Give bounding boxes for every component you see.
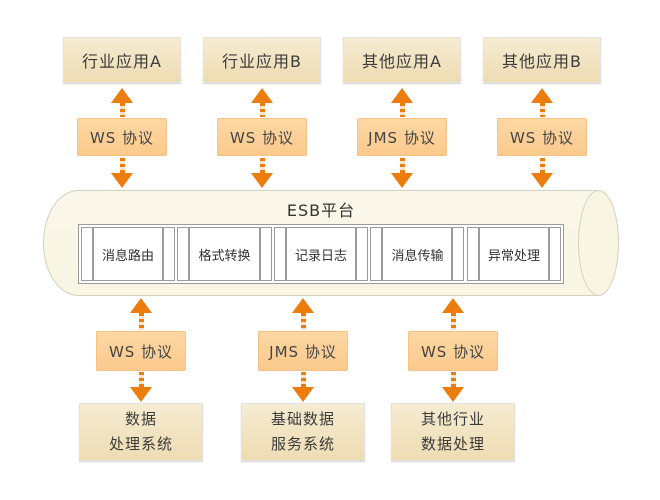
module-slot [273, 227, 286, 281]
app-box-label: 行业应用B [222, 52, 302, 71]
system-box-label-line: 服务系统 [270, 435, 335, 453]
arrow-down-icon [292, 372, 314, 402]
arrow-stem [138, 313, 144, 330]
esb-platform-title: ESB平台 [286, 201, 356, 220]
system-box-label-line: 其他行业 [420, 410, 485, 428]
arrow-down-icon [251, 158, 273, 188]
arrow-stem [259, 158, 265, 173]
app-box-label: 其他应用B [502, 52, 582, 71]
system-box-other-industry-data: 其他行业 数据处理 [391, 403, 515, 461]
module-slot [548, 227, 561, 281]
app-box-industry-a: 行业应用A [63, 37, 181, 83]
esb-cylinder-cap [578, 190, 619, 296]
esb-module-group: 异常处理 [466, 227, 561, 281]
esb-module-group: 消息传输 [370, 227, 465, 281]
protocol-label: WS 协议 [108, 342, 174, 361]
module-slot [81, 227, 93, 281]
arrow-head [531, 173, 553, 188]
arrow-stem [259, 103, 265, 117]
system-box-label-line: 基础数据 [270, 410, 335, 428]
arrow-up-icon [130, 298, 152, 330]
arrow-head [130, 387, 152, 402]
arrow-down-icon [442, 372, 464, 402]
arrow-head [442, 387, 464, 402]
arrow-head [391, 173, 413, 188]
module-slot [370, 227, 383, 281]
arrow-stem [300, 313, 306, 330]
arrow-head [130, 298, 152, 313]
protocol-label: WS 协议 [229, 128, 295, 147]
arrow-up-icon [531, 88, 553, 117]
arrow-up-icon [391, 88, 413, 117]
protocol-box-jms-1: JMS 协议 [357, 118, 447, 156]
arrow-stem [450, 313, 456, 330]
arrow-stem [539, 103, 545, 117]
module-slot [259, 227, 272, 281]
esb-module-strip: 消息路由 格式转换 记录日志 消息传输 异常处理 [78, 224, 564, 284]
esb-module-group: 消息路由 [81, 227, 176, 281]
module-slot [355, 227, 368, 281]
protocol-label: WS 协议 [509, 128, 575, 147]
protocol-label: JMS 协议 [368, 128, 436, 147]
arrow-down-icon [531, 158, 553, 188]
esb-module-message-transport: 消息传输 [382, 227, 453, 281]
arrow-stem [399, 158, 405, 173]
arrow-head [531, 88, 553, 103]
arrow-up-icon [442, 298, 464, 330]
system-box-label-line: 数据 [124, 410, 157, 428]
arrow-head [292, 298, 314, 313]
module-slot [466, 227, 479, 281]
system-box-label-line: 数据处理 [420, 435, 485, 453]
module-slot [452, 227, 465, 281]
arrow-stem [119, 158, 125, 173]
arrow-head [251, 88, 273, 103]
protocol-box-jms-2: JMS 协议 [258, 331, 348, 371]
protocol-label: WS 协议 [420, 342, 486, 361]
app-box-other-b: 其他应用B [483, 37, 601, 83]
app-box-label: 其他应用A [362, 52, 442, 71]
arrow-head [292, 387, 314, 402]
app-box-label: 行业应用A [82, 52, 162, 71]
esb-module-group: 记录日志 [273, 227, 368, 281]
protocol-label: WS 协议 [89, 128, 155, 147]
protocol-box-ws-1: WS 协议 [77, 118, 167, 156]
arrow-down-icon [111, 158, 133, 188]
arrow-up-icon [111, 88, 133, 117]
esb-module-format-conversion: 格式转换 [189, 227, 260, 281]
esb-module-logging: 记录日志 [285, 227, 356, 281]
esb-module-exception-handling: 异常处理 [478, 227, 549, 281]
arrow-down-icon [391, 158, 413, 188]
arrow-up-icon [251, 88, 273, 117]
arrow-head [251, 173, 273, 188]
arrow-head [111, 173, 133, 188]
protocol-label: JMS 协议 [269, 342, 337, 361]
arrow-head [391, 88, 413, 103]
app-box-other-a: 其他应用A [343, 37, 461, 83]
arrow-head [442, 298, 464, 313]
esb-module-message-routing: 消息路由 [93, 227, 164, 281]
protocol-box-ws-5: WS 协议 [408, 331, 498, 371]
arrow-up-icon [292, 298, 314, 330]
esb-module-group: 格式转换 [177, 227, 272, 281]
arrow-head [111, 88, 133, 103]
protocol-box-ws-2: WS 协议 [217, 118, 307, 156]
arrow-stem [539, 158, 545, 173]
module-slot [163, 227, 176, 281]
protocol-box-ws-3: WS 协议 [497, 118, 587, 156]
arrow-stem [399, 103, 405, 117]
arrow-stem [300, 372, 306, 387]
module-slot [177, 227, 190, 281]
arrow-stem [119, 103, 125, 117]
arrow-stem [138, 372, 144, 387]
arrow-down-icon [130, 372, 152, 402]
system-box-label-line: 处理系统 [108, 435, 173, 453]
app-box-industry-b: 行业应用B [203, 37, 321, 83]
arrow-stem [450, 372, 456, 387]
system-box-data-processing: 数据 处理系统 [79, 403, 203, 461]
protocol-box-ws-4: WS 协议 [96, 331, 186, 371]
system-box-base-data-service: 基础数据 服务系统 [241, 403, 365, 461]
